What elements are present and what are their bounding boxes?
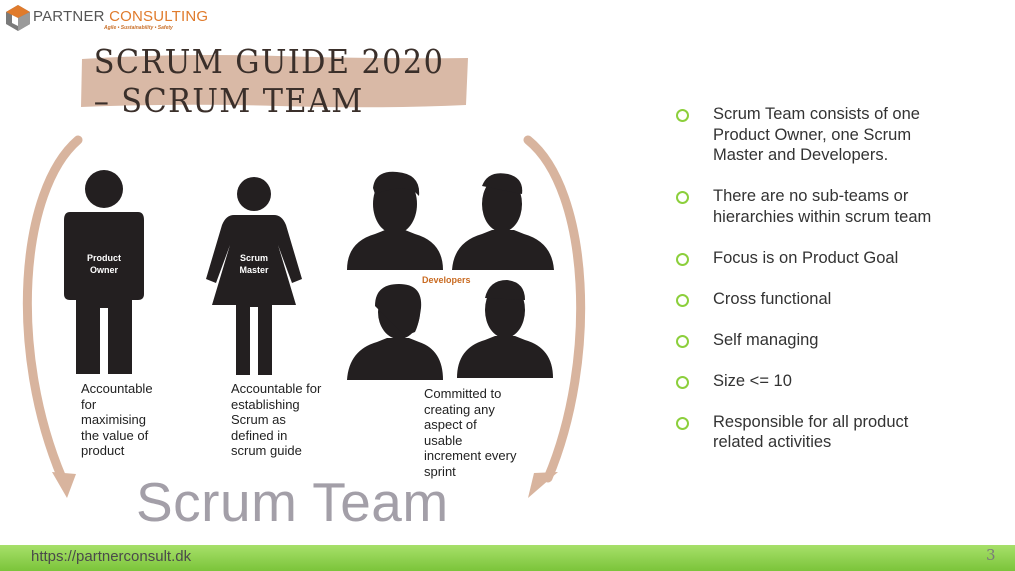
- scrum-master-label: Scrum Master: [239, 253, 269, 275]
- bullet-item: Size <= 10: [676, 371, 1006, 392]
- bullet-item: Focus is on Product Goal: [676, 248, 1006, 269]
- scrum-team-heading: Scrum Team: [136, 471, 449, 533]
- partner-consulting-logo-icon: [6, 5, 30, 31]
- developers-label: Developers: [422, 275, 471, 285]
- product-owner-label: Product Owner: [86, 253, 121, 275]
- developer-bust-4: [457, 280, 553, 378]
- product-owner-figure: [64, 170, 144, 374]
- bullet-ring-icon: [676, 191, 689, 204]
- brand-name: PARTNER CONSULTING: [33, 8, 209, 25]
- bullet-ring-icon: [676, 293, 689, 307]
- team-cycle-arrows: [22, 135, 586, 498]
- bullet-ring-icon: [676, 334, 689, 348]
- page-number: 3: [986, 546, 996, 564]
- bullet-ring-icon: [676, 375, 689, 389]
- slide-title: Scrum guide 2020 – scrum team: [93, 42, 445, 120]
- bullet-ring-icon: [676, 109, 689, 122]
- developer-bust-3: [347, 284, 443, 380]
- bullet-item: Self managing: [676, 330, 1006, 351]
- developers-caption: Committed to creating any aspect of usab…: [424, 386, 517, 479]
- footer-bar: [0, 545, 1015, 571]
- developer-bust-1: [347, 171, 443, 270]
- bullet-ring-icon: [676, 252, 689, 266]
- right-curved-arrow: [523, 135, 586, 483]
- product-owner-caption: Accountable for maximising the value of …: [81, 381, 153, 458]
- bullet-ring-icon: [676, 416, 689, 430]
- scrum-master-figure: [206, 177, 302, 375]
- developer-bust-2: [452, 173, 554, 270]
- brand-tagline: Agile • Sustainability • Safety: [104, 25, 173, 31]
- right-arrow-head: [528, 472, 558, 498]
- footer-url-link[interactable]: https://partnerconsult.dk: [31, 548, 192, 565]
- bullet-item: Cross functional: [676, 289, 1006, 310]
- title-banner: [81, 55, 468, 108]
- left-curved-arrow: [22, 135, 83, 483]
- scrum-master-caption: Accountable for establishing Scrum as de…: [231, 381, 322, 458]
- left-arrow-head: [52, 472, 76, 498]
